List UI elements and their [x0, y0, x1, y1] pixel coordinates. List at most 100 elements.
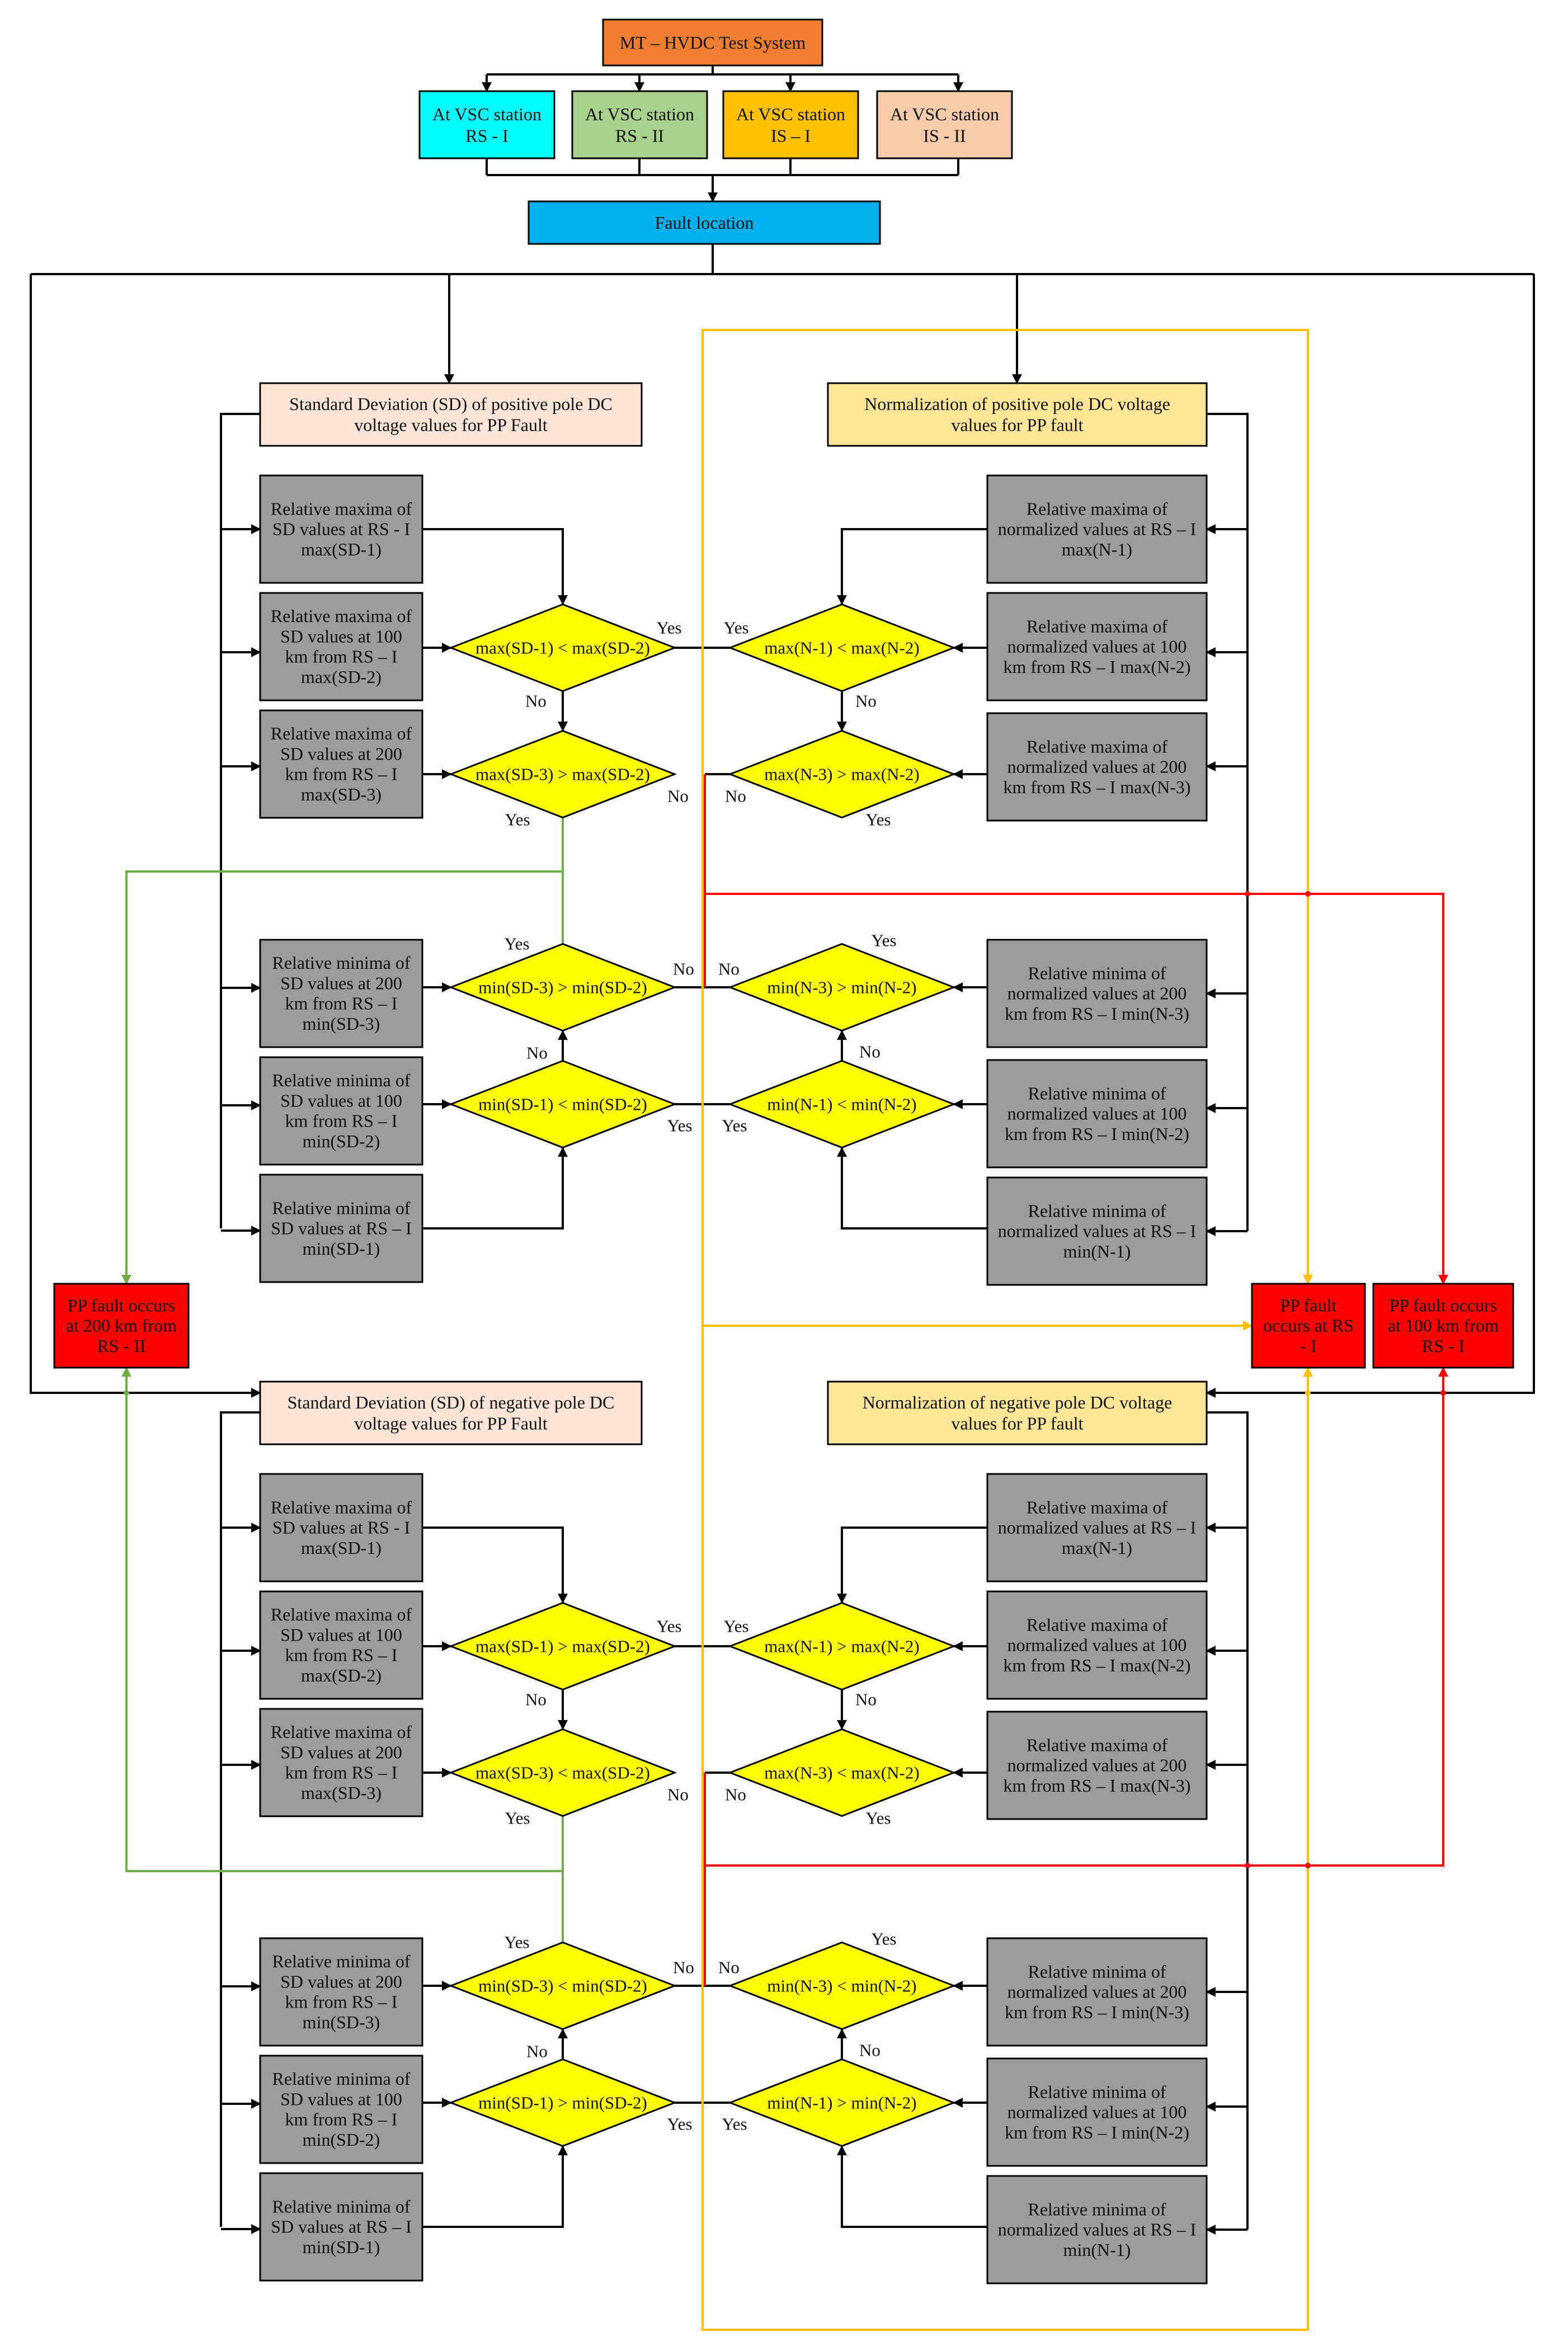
fault-location-box: [528, 200, 881, 245]
yes-label-bottom-8: Yes: [722, 2114, 747, 2134]
result-rs1-100km: [1372, 1283, 1514, 1369]
sdmin1-to-d4-bottom: [422, 2145, 568, 2228]
decision-top-l4: [448, 1059, 677, 1149]
decision-bottom-r4-text: min(N-1) > min(N-2): [767, 2093, 916, 2113]
yes-label-top-2: Yes: [723, 618, 748, 638]
section-sd-top: [259, 382, 643, 447]
decision-top-r3-text: min(N-3) > min(N-2): [767, 978, 916, 997]
decision-bottom-r2-text: max(N-3) < max(N-2): [764, 1763, 919, 1783]
left-box-top-min1: [259, 1174, 423, 1283]
decision-bottom-l4: [448, 2058, 677, 2147]
decision-top-r2: [727, 729, 957, 819]
no-label-bottom-6: No: [718, 1958, 740, 1977]
junction-dot: [1305, 891, 1311, 897]
sdmax1-to-d1-top: [422, 528, 568, 605]
to-sd-neg: [30, 274, 261, 1398]
right-box-bottom-min1: [986, 2175, 1208, 2284]
decision-bottom-l4-text: min(SD-1) > min(SD-2): [478, 2093, 647, 2113]
yes-label-top-1: Yes: [656, 618, 681, 638]
no-label-top-7: No: [526, 1043, 548, 1063]
norm-bus-top: [1207, 413, 1249, 1231]
no-label-bottom-4: No: [725, 1785, 746, 1805]
decision-bottom-r2: [727, 1728, 957, 1817]
right-box-top-max2: [986, 592, 1208, 701]
decision-top-r1: [727, 603, 957, 693]
nmax1-to-d1-bottom: [837, 1527, 987, 1604]
decision-top-r4-text: min(N-1) < min(N-2): [767, 1095, 916, 1114]
decision-top-l1-text: max(SD-1) < max(SD-2): [475, 638, 650, 658]
left-box-top-max1: [259, 474, 423, 584]
yes-label-bottom-4: Yes: [865, 1808, 891, 1828]
fault-location-box-text: Fault location: [655, 213, 754, 233]
decision-top-r2-text: max(N-3) > max(N-2): [764, 765, 919, 784]
right-box-bottom-max3: [986, 1711, 1208, 1820]
no-label-bottom-7: No: [526, 2042, 548, 2061]
green-top-to-rs2: [121, 818, 564, 1285]
junction-dot: [1440, 1390, 1446, 1396]
yes-label-top-7: Yes: [667, 1116, 692, 1136]
junction-dot: [1245, 891, 1250, 897]
nmax1-to-d1-top: [837, 528, 987, 605]
orange-top-to-rs1: [701, 329, 1313, 1285]
right-box-bottom-max2: [986, 1590, 1208, 1700]
left-box-bottom-max2: [259, 1590, 423, 1700]
decision-bottom-r1-text: max(N-1) > max(N-2): [764, 1637, 919, 1656]
yes-label-bottom-3: Yes: [505, 1808, 530, 1828]
no-label-top-6: No: [718, 959, 740, 979]
no-label-bottom-1: No: [525, 1690, 547, 1709]
section-norm-bottom-text: Normalization of negative pole DC voltag…: [863, 1392, 1173, 1433]
nmin1-to-d4-bottom: [837, 2145, 987, 2228]
sdmax1-to-d1-bottom: [422, 1527, 568, 1604]
decision-bottom-l3: [448, 1941, 677, 2031]
green-bottom-to-rs2: [121, 1367, 564, 1872]
left-box-bottom-max3: [259, 1708, 423, 1817]
sd-bus-bottom: [220, 1411, 260, 2227]
yes-label-bottom-7: Yes: [667, 2114, 692, 2134]
decision-top-r4: [727, 1059, 957, 1149]
right-box-bottom-max1: [986, 1473, 1208, 1582]
decision-top-r1-text: max(N-1) < max(N-2): [764, 638, 919, 658]
decision-bottom-l1: [448, 1601, 677, 1691]
section-sd-bottom-text: Standard Deviation (SD) of negative pole…: [288, 1392, 615, 1433]
station-box-2: [571, 90, 708, 159]
left-box-bottom-min3: [259, 1937, 423, 2047]
no-label-bottom-2: No: [855, 1690, 877, 1709]
no-label-top-1: No: [525, 691, 547, 711]
decision-top-l2-text: max(SD-3) > max(SD-2): [475, 765, 650, 784]
result-rs2-200km: [53, 1283, 190, 1369]
right-box-top-max3: [986, 712, 1208, 822]
right-box-top-min1: [986, 1176, 1208, 1286]
left-box-top-min3: [259, 939, 423, 1048]
right-box-top-min3: [986, 939, 1208, 1048]
decision-bottom-l3-text: min(SD-3) < min(SD-2): [478, 1976, 647, 1996]
yes-label-top-4: Yes: [865, 810, 891, 830]
decision-bottom-r3-text: min(N-3) < min(N-2): [767, 1976, 916, 1996]
yes-label-bottom-1: Yes: [656, 1617, 681, 1636]
left-box-bottom-min1: [259, 2172, 423, 2282]
decision-top-r3: [727, 943, 957, 1032]
decision-top-l3: [448, 943, 677, 1032]
decision-top-l3-text: min(SD-3) > min(SD-2): [478, 978, 647, 997]
yes-label-bottom-5: Yes: [504, 1933, 529, 1952]
yes-label-bottom-2: Yes: [723, 1617, 748, 1636]
red-top-to-rs1-100: [704, 774, 1448, 1285]
decision-top-l1: [448, 603, 677, 693]
right-box-top-max1: [986, 474, 1208, 584]
